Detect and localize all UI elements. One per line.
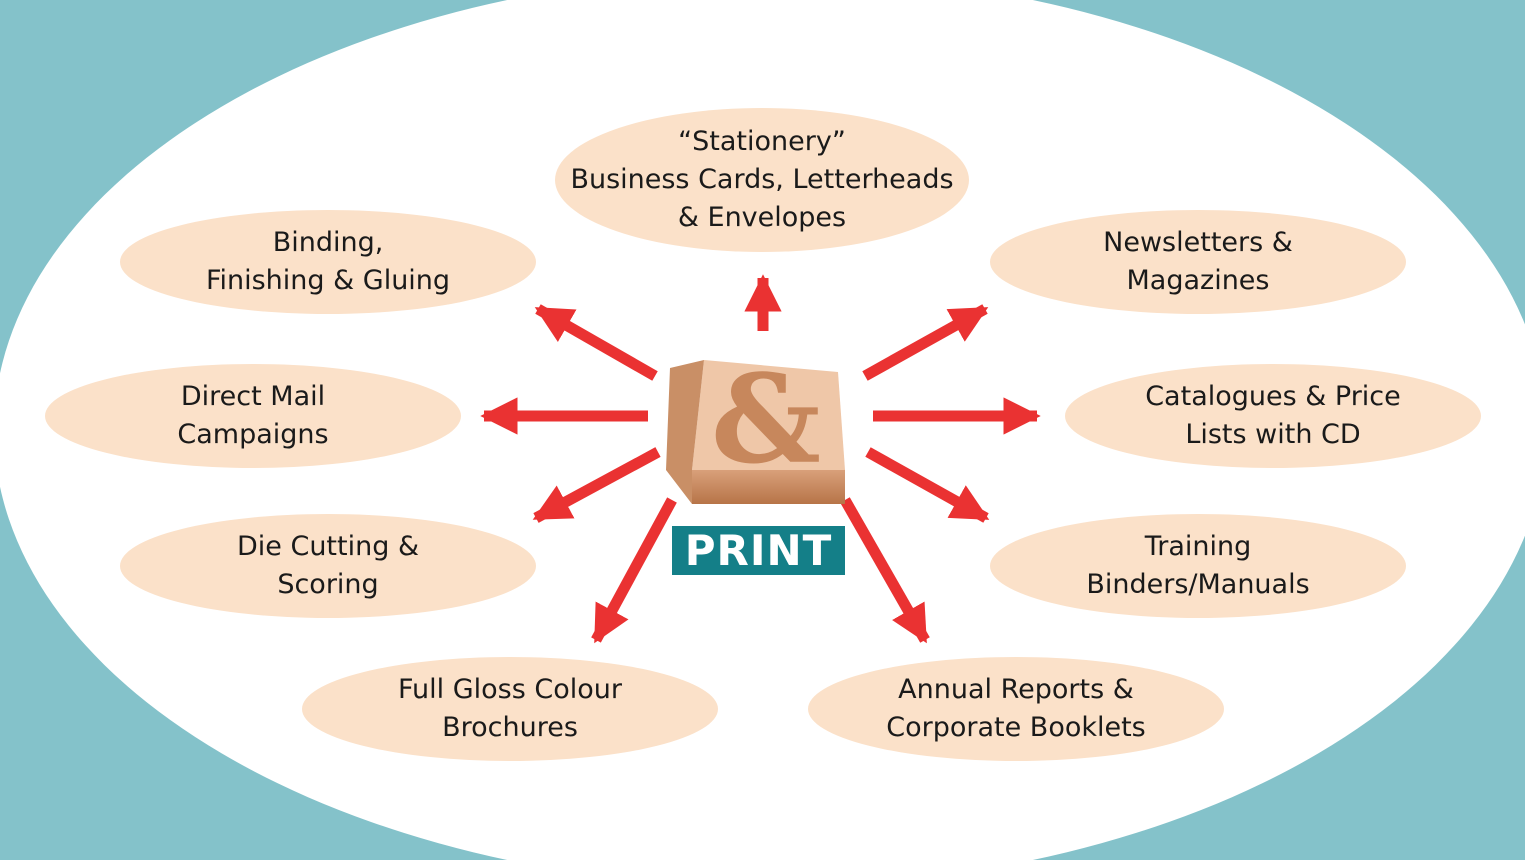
- ampersand-glyph: &: [711, 347, 821, 491]
- label-binding: Binding, Finishing & Gluing: [120, 222, 536, 302]
- die-cutting-line-1: Die Cutting &: [236, 531, 419, 562]
- catalogues-line-2: Lists with CD: [1185, 419, 1361, 450]
- bubble-die-cutting: [120, 514, 536, 618]
- bubble-catalogues: [1065, 364, 1481, 468]
- ampersand-print-block-icon: &: [666, 347, 845, 504]
- stationery-line-2: Business Cards, Letterheads: [570, 164, 954, 195]
- arrow-to-annual-reports: [840, 497, 930, 644]
- label-stationery: “Stationery” Business Cards, Letterheads…: [555, 122, 969, 238]
- catalogues-line-1: Catalogues & Price: [1145, 381, 1401, 412]
- binding-line-1: Binding,: [272, 227, 384, 258]
- label-die-cutting: Die Cutting & Scoring: [120, 526, 536, 606]
- training-line-1: Training: [1144, 531, 1252, 562]
- bubble-direct-mail: [45, 364, 461, 468]
- newsletters-line-1: Newsletters &: [1103, 227, 1293, 258]
- bubble-stationery: [555, 108, 969, 252]
- arrow-to-training: [865, 447, 990, 523]
- binding-line-2: Finishing & Gluing: [205, 265, 451, 296]
- bubble-training: [990, 514, 1406, 618]
- block-top-face: [692, 360, 845, 470]
- arrow-to-brochures: [591, 497, 677, 644]
- label-annual-reports: Annual Reports & Corporate Booklets: [808, 669, 1224, 749]
- direct-mail-line-1: Direct Mail: [180, 381, 326, 412]
- direct-mail-line-2: Campaigns: [177, 419, 329, 450]
- training-line-2: Binders/Manuals: [1086, 569, 1310, 600]
- print-badge-label: PRINT: [684, 526, 833, 575]
- bubble-newsletters: [990, 210, 1406, 314]
- block-left-face: [666, 360, 704, 504]
- bubbles-layer: [45, 108, 1481, 761]
- bubble-annual-reports: [808, 657, 1224, 761]
- stationery-line-1: “Stationery”: [678, 126, 846, 157]
- annual-reports-line-2: Corporate Booklets: [886, 712, 1146, 743]
- bubble-binding: [120, 210, 536, 314]
- brochures-line-1: Full Gloss Colour: [397, 674, 622, 705]
- print-badge-background: [672, 526, 845, 575]
- newsletters-line-2: Magazines: [1126, 265, 1270, 296]
- label-direct-mail: Direct Mail Campaigns: [45, 376, 461, 456]
- arrow-to-binding: [534, 304, 658, 381]
- die-cutting-line-2: Scoring: [277, 569, 379, 600]
- label-catalogues: Catalogues & Price Lists with CD: [1065, 376, 1481, 456]
- arrows-layer: [480, 274, 1041, 644]
- label-training: Training Binders/Manuals: [990, 526, 1406, 606]
- annual-reports-line-1: Annual Reports &: [898, 674, 1134, 705]
- brochures-line-2: Brochures: [442, 712, 578, 743]
- block-front-face: [692, 470, 845, 504]
- arrow-to-newsletters: [862, 304, 989, 381]
- label-newsletters: Newsletters & Magazines: [990, 222, 1406, 302]
- bubble-brochures: [302, 657, 718, 761]
- stationery-line-3: & Envelopes: [677, 202, 847, 233]
- label-brochures: Full Gloss Colour Brochures: [302, 669, 718, 749]
- arrow-to-die-cutting: [532, 447, 661, 523]
